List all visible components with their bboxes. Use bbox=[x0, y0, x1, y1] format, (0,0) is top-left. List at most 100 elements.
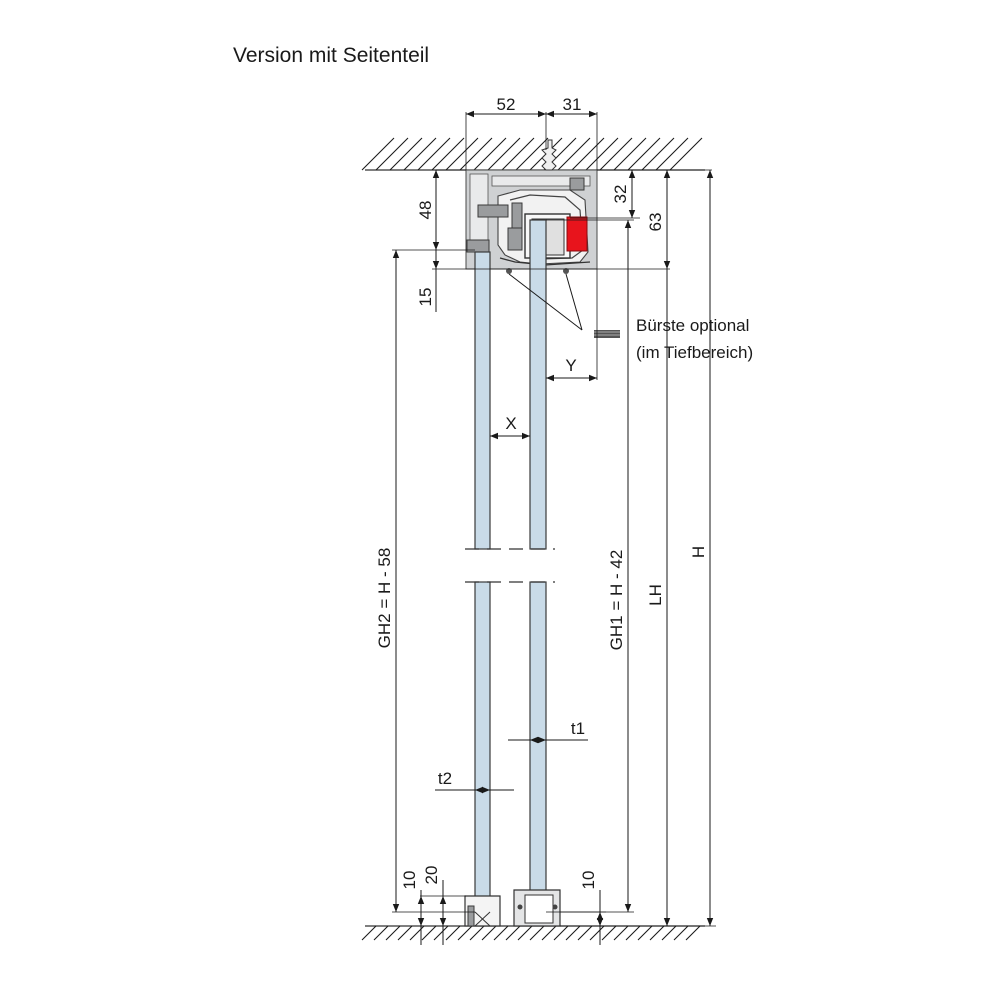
arrowhead bbox=[439, 896, 447, 904]
arrowhead bbox=[490, 432, 498, 440]
dim-31: 31 bbox=[563, 95, 582, 114]
hatch-line bbox=[553, 925, 569, 941]
arrowhead bbox=[624, 220, 632, 228]
hatch-line bbox=[481, 925, 497, 941]
ceiling-hatch bbox=[361, 137, 703, 171]
arrowhead bbox=[624, 904, 632, 912]
hatch-line bbox=[433, 925, 449, 941]
dim-x: X bbox=[505, 414, 516, 433]
hatch-line bbox=[469, 925, 485, 941]
arrowhead bbox=[432, 242, 440, 250]
hatch-line bbox=[685, 925, 701, 941]
hatch-line bbox=[397, 925, 413, 941]
dim-32: 32 bbox=[611, 185, 630, 204]
seal-red bbox=[566, 216, 588, 252]
dim-48: 48 bbox=[416, 201, 435, 220]
glass-side-panel bbox=[474, 251, 491, 913]
hatch-line bbox=[389, 137, 423, 171]
arrowhead bbox=[663, 918, 671, 926]
hatch-line bbox=[613, 137, 647, 171]
brush-label-line1: Bürste optional bbox=[636, 316, 749, 335]
arrowhead bbox=[417, 918, 425, 926]
dim-h: H bbox=[689, 546, 708, 558]
hatch-line bbox=[517, 925, 533, 941]
dim-t2: t2 bbox=[438, 769, 452, 788]
arrowhead bbox=[538, 736, 546, 744]
hatch-line bbox=[515, 137, 549, 171]
arrowhead bbox=[392, 250, 400, 258]
dim-52: 52 bbox=[497, 95, 516, 114]
floor-hatch bbox=[361, 925, 701, 941]
hatch-line bbox=[493, 925, 509, 941]
hatch-line bbox=[487, 137, 521, 171]
hatch-line bbox=[421, 925, 437, 941]
arrowhead bbox=[475, 786, 483, 794]
hatch-line bbox=[529, 925, 545, 941]
dim-10-left: 10 bbox=[400, 871, 419, 890]
hatch-line bbox=[501, 137, 535, 171]
hatch-line bbox=[445, 925, 461, 941]
brush-leader-left bbox=[508, 273, 583, 331]
hatch-line bbox=[669, 137, 703, 171]
dim-gh1: GH1 = H - 42 bbox=[607, 550, 626, 651]
brush-icon bbox=[594, 330, 620, 338]
dimension-arrows bbox=[392, 110, 714, 926]
hatch-line bbox=[613, 925, 629, 941]
hatch-line bbox=[375, 137, 409, 171]
hatch-line bbox=[655, 137, 689, 171]
arrowhead bbox=[432, 170, 440, 178]
arrowhead bbox=[628, 170, 636, 178]
hatch-line bbox=[473, 137, 507, 171]
arrowhead bbox=[663, 261, 671, 269]
hatch-line bbox=[417, 137, 451, 171]
ceiling bbox=[361, 137, 705, 171]
arrowhead bbox=[663, 170, 671, 178]
arrowhead bbox=[589, 374, 597, 382]
arrowhead bbox=[530, 736, 538, 744]
dim-gh2: GH2 = H - 58 bbox=[375, 548, 394, 649]
hatch-line bbox=[641, 137, 675, 171]
hatch-line bbox=[457, 925, 473, 941]
glass-door-panel bbox=[529, 219, 547, 913]
hatch-line bbox=[361, 137, 395, 171]
arrowhead bbox=[439, 918, 447, 926]
hatch-line bbox=[409, 925, 425, 941]
hatch-line bbox=[599, 137, 633, 171]
bottom-floor-guide bbox=[513, 889, 561, 927]
floor bbox=[361, 925, 705, 941]
dim-20: 20 bbox=[422, 866, 441, 885]
hatch-line bbox=[577, 925, 593, 941]
arrowhead bbox=[482, 786, 490, 794]
arrowhead bbox=[538, 110, 546, 118]
hatch-line bbox=[601, 925, 617, 941]
arrowhead bbox=[522, 432, 530, 440]
arrowhead bbox=[392, 904, 400, 912]
hatch-line bbox=[661, 925, 677, 941]
dim-63: 63 bbox=[646, 213, 665, 232]
arrowhead bbox=[589, 110, 597, 118]
arrowhead bbox=[546, 110, 554, 118]
dim-15: 15 bbox=[416, 288, 435, 307]
arrowhead bbox=[706, 170, 714, 178]
brush-label-line2: (im Tiefbereich) bbox=[636, 343, 753, 362]
hatch-line bbox=[585, 137, 619, 171]
hatch-line bbox=[565, 925, 581, 941]
arrowhead bbox=[432, 261, 440, 269]
dim-t1: t1 bbox=[571, 719, 585, 738]
bottom-u-profile-side bbox=[464, 895, 501, 927]
hatch-line bbox=[571, 137, 605, 171]
hatch-line bbox=[649, 925, 665, 941]
break-lines bbox=[465, 548, 555, 583]
arrowhead bbox=[466, 110, 474, 118]
hatch-line bbox=[431, 137, 465, 171]
hatch-line bbox=[373, 925, 389, 941]
arrowhead bbox=[628, 210, 636, 218]
brush-leader-right bbox=[565, 273, 583, 331]
hatch-line bbox=[637, 925, 653, 941]
hatch-line bbox=[459, 137, 493, 171]
hatch-line bbox=[403, 137, 437, 171]
hatch-line bbox=[557, 137, 591, 171]
drawing-title: Version mit Seitenteil bbox=[233, 44, 430, 67]
dim-10-right: 10 bbox=[579, 871, 598, 890]
